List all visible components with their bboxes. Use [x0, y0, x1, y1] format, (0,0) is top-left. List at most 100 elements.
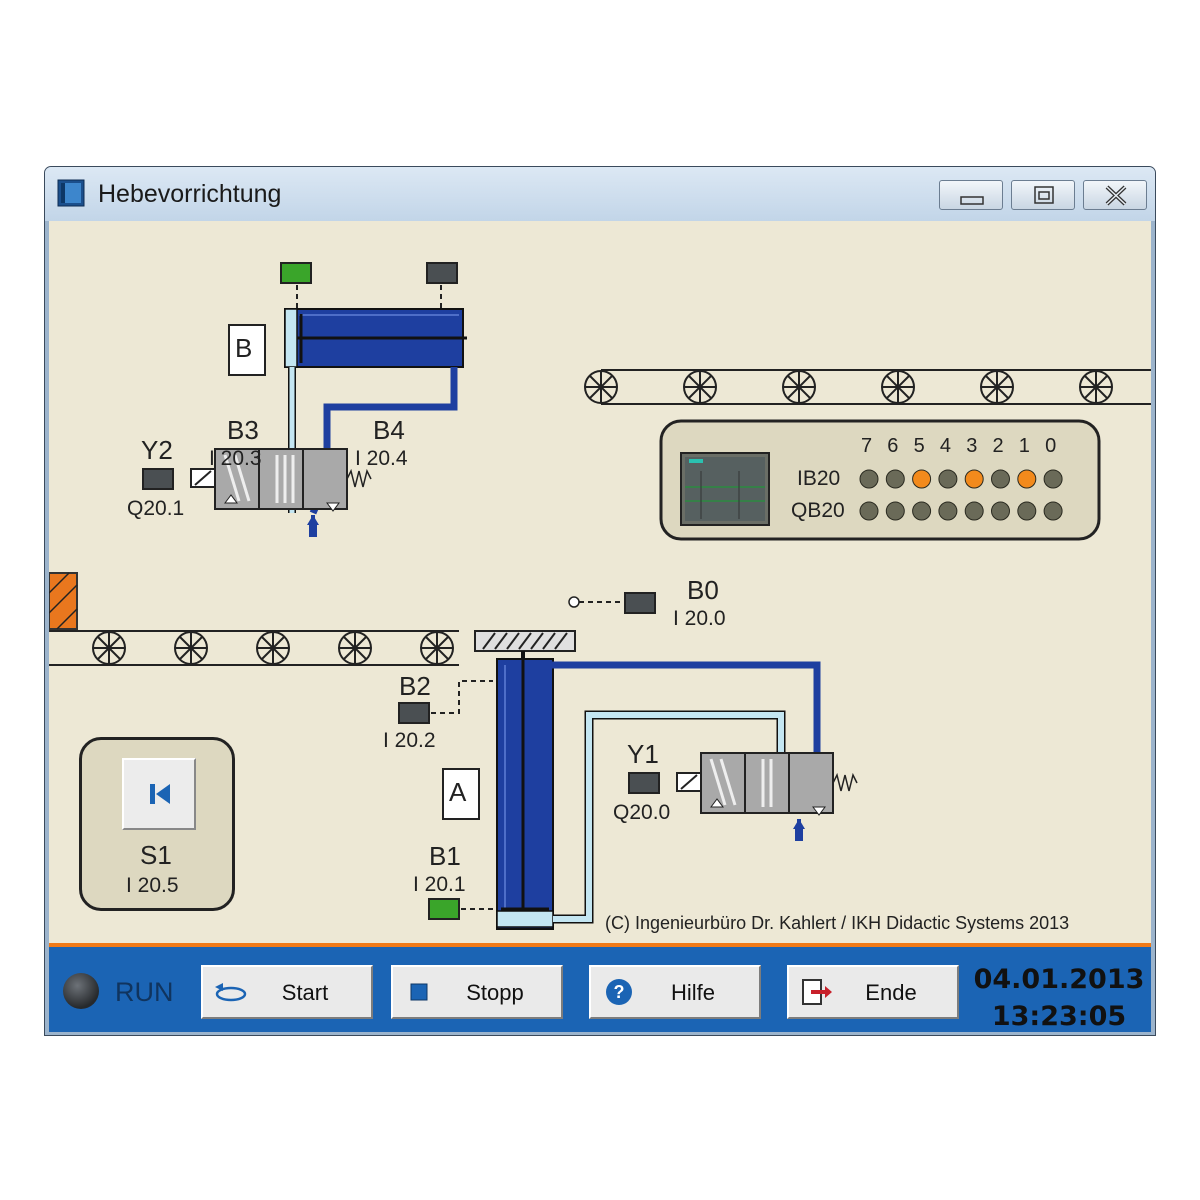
sensor-b1-indicator [428, 898, 460, 920]
stop-icon [410, 983, 428, 1001]
maximize-button[interactable] [1011, 180, 1075, 210]
help-icon: ? [606, 979, 632, 1005]
sensor-b1-name: B1 [429, 841, 461, 871]
plc-bit-label: 0 [1045, 435, 1057, 457]
workpiece [49, 572, 78, 630]
ende-label: Ende [865, 980, 917, 1005]
cylinder-a-label: A [449, 777, 467, 807]
switch-s1-button[interactable] [122, 758, 196, 830]
plc-input-led [912, 469, 932, 489]
cycle-icon [215, 983, 247, 1002]
conveyor-roller [1079, 370, 1113, 404]
plc-input-led [1017, 469, 1037, 489]
valve-y2-indicator [142, 468, 174, 490]
plc-bit-label: 2 [992, 435, 1004, 457]
conveyor-roller [683, 370, 717, 404]
sensor-b1-address: I 20.1 [413, 873, 466, 896]
plc-output-led [938, 501, 958, 521]
close-icon [1105, 185, 1127, 206]
conveyor-roller [256, 631, 290, 665]
plc-output-led [859, 501, 879, 521]
sensor-b2-indicator [398, 702, 430, 724]
sensor-b0-indicator [624, 592, 656, 614]
valve-y1 [676, 752, 858, 841]
conveyor-roller [92, 631, 126, 665]
plc-input-led [1043, 469, 1063, 489]
date-time-display: 04.01.2013 13:23:05 [969, 961, 1149, 1035]
run-indicator-led [63, 973, 99, 1009]
plc-input-led [991, 469, 1010, 489]
valve-y2-name: Y2 [141, 435, 173, 465]
switch-s1-panel: S1 I 20.5 [79, 737, 235, 911]
sensor-b2-name: B2 [399, 671, 431, 701]
valve-y2-address: Q20.1 [127, 497, 185, 520]
plc-bit-label: 3 [966, 435, 978, 457]
plc-bit-label: 6 [887, 435, 899, 457]
plc-output-led [885, 501, 905, 521]
conveyor-roller [782, 370, 816, 404]
valve-y1-address: Q20.0 [613, 801, 671, 824]
ende-button[interactable]: Ende [787, 965, 959, 1019]
plc-output-led [991, 501, 1010, 521]
exit-icon [802, 979, 832, 1005]
sensor-b0-address: I 20.0 [673, 607, 726, 630]
plc-input-led [859, 469, 879, 489]
plc-input-led [938, 469, 958, 489]
time-display: 13:23:05 [991, 1001, 1127, 1032]
plc-output-led [1043, 501, 1063, 521]
sensor-b3-address: I 20.3 [209, 447, 262, 470]
title-bar[interactable]: Hebevorrichtung [45, 167, 1155, 221]
conveyor-roller [584, 370, 618, 404]
sensor-b4-name: B4 [373, 415, 405, 445]
plc-led-group [859, 469, 1063, 521]
hilfe-label: Hilfe [670, 980, 715, 1005]
sensor-b0-name: B0 [687, 575, 719, 605]
copyright-notice: (C) Ingenieurbüro Dr. Kahlert / IKH Dida… [605, 913, 1070, 933]
minimize-icon [960, 196, 984, 205]
app-window: Hebevorrichtung [44, 166, 1156, 1036]
valve-y1-indicator [628, 772, 660, 794]
conveyor-roller [420, 631, 454, 665]
stopp-button[interactable]: Stopp [391, 965, 563, 1019]
sensor-b3-indicator [280, 262, 312, 284]
sensor-b4-indicator [426, 262, 458, 284]
svg-text:?: ? [614, 982, 625, 1002]
hilfe-button[interactable]: ? Hilfe [589, 965, 761, 1019]
sensor-b2-address: I 20.2 [383, 729, 436, 752]
switch-s1-address: I 20.5 [126, 874, 179, 897]
plc-output-label: QB20 [791, 499, 845, 522]
cylinder-a [496, 651, 554, 930]
plc-bit-label: 1 [1018, 435, 1030, 457]
conveyor-roller [881, 370, 915, 404]
date-display: 04.01.2013 [973, 964, 1145, 995]
skip-back-icon [150, 784, 170, 804]
plc-output-led [1017, 501, 1037, 521]
lower-conveyor [49, 630, 459, 666]
run-label: RUN [115, 977, 174, 1007]
plc-output-led [964, 501, 984, 521]
window-title: Hebevorrichtung [98, 180, 282, 208]
stopp-label: Stopp [466, 980, 524, 1005]
start-label: Start [281, 980, 329, 1005]
lift-platform [474, 630, 576, 652]
maximize-icon [1034, 186, 1054, 204]
plc-bit-label: 5 [913, 435, 925, 457]
process-view: B3 I 20.3 B4 I 20.4 B Y2 Q20.1 B0 I 20.0… [49, 221, 1151, 943]
start-button[interactable]: Start [201, 965, 373, 1019]
close-button[interactable] [1083, 180, 1147, 210]
cylinder-b-label: B [235, 333, 253, 363]
valve-y2 [190, 448, 372, 537]
minimize-button[interactable] [939, 180, 1003, 210]
plc-input-led [964, 469, 984, 489]
conveyor-roller [338, 631, 372, 665]
conveyor-roller [980, 370, 1014, 404]
upper-conveyor [584, 369, 1151, 405]
sensor-b4-address: I 20.4 [355, 447, 408, 470]
app-icon [57, 179, 85, 207]
plc-panel [659, 419, 1101, 541]
plc-bit-label: 4 [939, 435, 952, 457]
process-diagram [49, 262, 1151, 930]
status-bar: RUN Start Stopp ? Hilfe [49, 943, 1151, 1032]
plc-input-label: IB20 [797, 467, 841, 490]
valve-y1-name: Y1 [627, 739, 659, 769]
